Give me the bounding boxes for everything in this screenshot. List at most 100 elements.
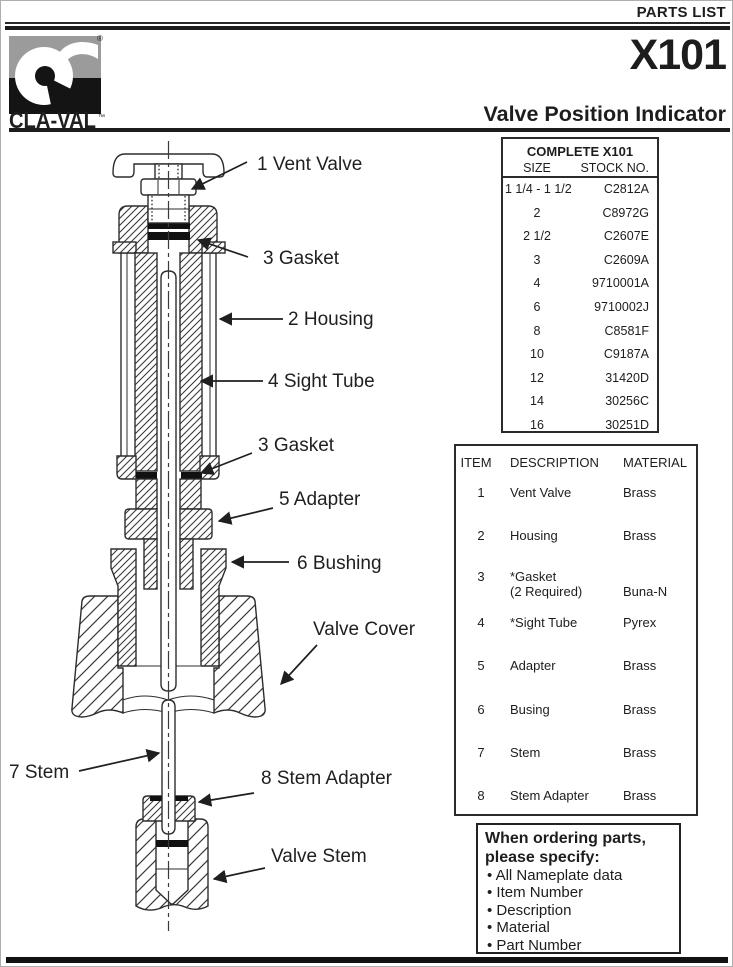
col-header-stock: STOCK NO. xyxy=(580,161,649,175)
callout-label: Valve Cover xyxy=(313,619,416,640)
callout-adapter: 5 Adapter xyxy=(217,489,361,525)
size-value: 10 xyxy=(530,347,544,361)
item-number: 7 xyxy=(477,745,485,760)
logo-swirl-icon xyxy=(15,41,98,107)
valve-cover xyxy=(71,595,266,718)
callout-label: 6 Bushing xyxy=(297,553,382,574)
logo-wordmark: CLA-VAL xyxy=(9,107,96,133)
table-row: 8 C8581F xyxy=(503,324,657,340)
item-description: Stem Adapter xyxy=(510,788,589,803)
description-line1: *Gasket xyxy=(510,569,557,584)
item-number: 8 xyxy=(477,788,485,803)
item-description: Housing xyxy=(510,528,558,543)
callout-sight-tube: 4 Sight Tube xyxy=(199,371,375,392)
col-header-item: ITEM xyxy=(460,455,492,470)
sight-tube-wall-right xyxy=(179,252,203,472)
bushing xyxy=(110,548,227,667)
item-material: Brass xyxy=(623,528,657,543)
footer-rule xyxy=(6,957,728,963)
t-handle xyxy=(112,153,225,178)
stock-table-rule xyxy=(503,176,657,178)
page-kicker: PARTS LIST xyxy=(636,4,726,21)
table-row: 1 1/4 - 1 1/2 C2812A xyxy=(503,182,657,198)
size-value: 8 xyxy=(533,324,541,338)
stock-value: 30256C xyxy=(605,394,649,408)
callout-label: 4 Sight Tube xyxy=(268,371,375,392)
callout-label: 3 Gasket xyxy=(258,435,335,456)
table-row: 2 1/2 C2607E xyxy=(503,229,657,245)
item-number: 1 xyxy=(477,485,485,500)
col-header-size: SIZE xyxy=(523,161,551,175)
size-value: 12 xyxy=(530,371,544,385)
callout-bushing: 6 Bushing xyxy=(230,553,382,574)
stock-value: C8972G xyxy=(602,206,649,220)
subtitle-rule xyxy=(9,128,730,132)
adapter xyxy=(124,478,213,590)
item-material: Brass xyxy=(623,788,657,803)
callout-stem: 7 Stem xyxy=(9,749,161,783)
ordering-title-line2: please specify: xyxy=(485,848,600,866)
table-row: 16 30251D xyxy=(503,418,657,434)
item-material: Brass xyxy=(623,702,657,717)
item-description: Adapter xyxy=(510,658,556,673)
callout-label: 1 Vent Valve xyxy=(257,154,362,175)
size-value: 2 xyxy=(533,206,541,220)
stock-table-title: COMPLETE X101 xyxy=(526,144,634,159)
item-number: 6 xyxy=(477,702,485,717)
stock-value: C2812A xyxy=(603,182,649,196)
stock-value: 30251D xyxy=(605,418,649,432)
size-value: 6 xyxy=(533,300,541,314)
callout-gasket-bottom: 3 Gasket xyxy=(199,435,335,475)
size-value: 3 xyxy=(533,253,541,267)
page-title: X101 xyxy=(629,31,727,79)
stock-value: C8581F xyxy=(604,324,649,338)
table-row: 2 C8972G xyxy=(503,206,657,222)
item-material: Brass xyxy=(623,485,657,500)
item-number: 5 xyxy=(477,658,485,673)
stock-value: 9710002J xyxy=(594,300,649,314)
table-row: 10 C9187A xyxy=(503,347,657,363)
stem-connection-band xyxy=(156,840,188,847)
item-description: Stem xyxy=(510,745,541,760)
item-material: Brass xyxy=(623,658,657,673)
cla-val-logo: ® CLA-VAL ™ xyxy=(9,34,105,133)
callout-stem-adapter: 8 Stem Adapter xyxy=(197,768,393,807)
sight-tube-wall-left xyxy=(134,252,158,472)
callout-label: 7 Stem xyxy=(9,762,69,783)
item-description: Vent Valve xyxy=(510,485,572,500)
callout-label: 5 Adapter xyxy=(279,489,361,510)
ordering-title-line1: When ordering parts, xyxy=(485,830,646,847)
list-item: Description xyxy=(485,902,672,919)
stock-value: C2609A xyxy=(603,253,649,267)
callout-label: 2 Housing xyxy=(288,309,374,330)
stock-value: C2607E xyxy=(603,229,649,243)
registered-mark: ® xyxy=(97,34,103,43)
ordering-note-box: When ordering parts, please specify: All… xyxy=(476,823,681,954)
list-item: Material xyxy=(485,919,672,936)
item-description: *Gasket(2 Required) xyxy=(510,569,582,599)
table-row: 6 9710002J xyxy=(503,300,657,316)
size-value: 1 1/4 - 1 1/2 xyxy=(505,182,572,196)
size-value: 4 xyxy=(533,276,541,290)
size-value: 14 xyxy=(530,394,544,408)
stock-value: C9187A xyxy=(603,347,649,361)
table-row: 14 30256C xyxy=(503,394,657,410)
stock-table: COMPLETE X101 SIZE STOCK NO. 1 1/4 - 1 1… xyxy=(501,137,659,433)
col-header-material: MATERIAL xyxy=(623,455,688,470)
callout-valve-cover: Valve Cover xyxy=(280,619,416,685)
trademark-mark: ™ xyxy=(98,114,105,121)
callout-gasket-top: 3 Gasket xyxy=(196,237,340,269)
size-value: 2 1/2 xyxy=(523,229,551,243)
list-item: Item Number xyxy=(485,884,672,901)
item-number: 2 xyxy=(477,528,485,543)
list-item: Part Number xyxy=(485,937,672,952)
callout-label: 3 Gasket xyxy=(263,248,340,269)
size-value: 16 xyxy=(530,418,544,432)
list-item: All Nameplate data xyxy=(485,867,672,884)
header-rule-thin xyxy=(5,22,730,24)
